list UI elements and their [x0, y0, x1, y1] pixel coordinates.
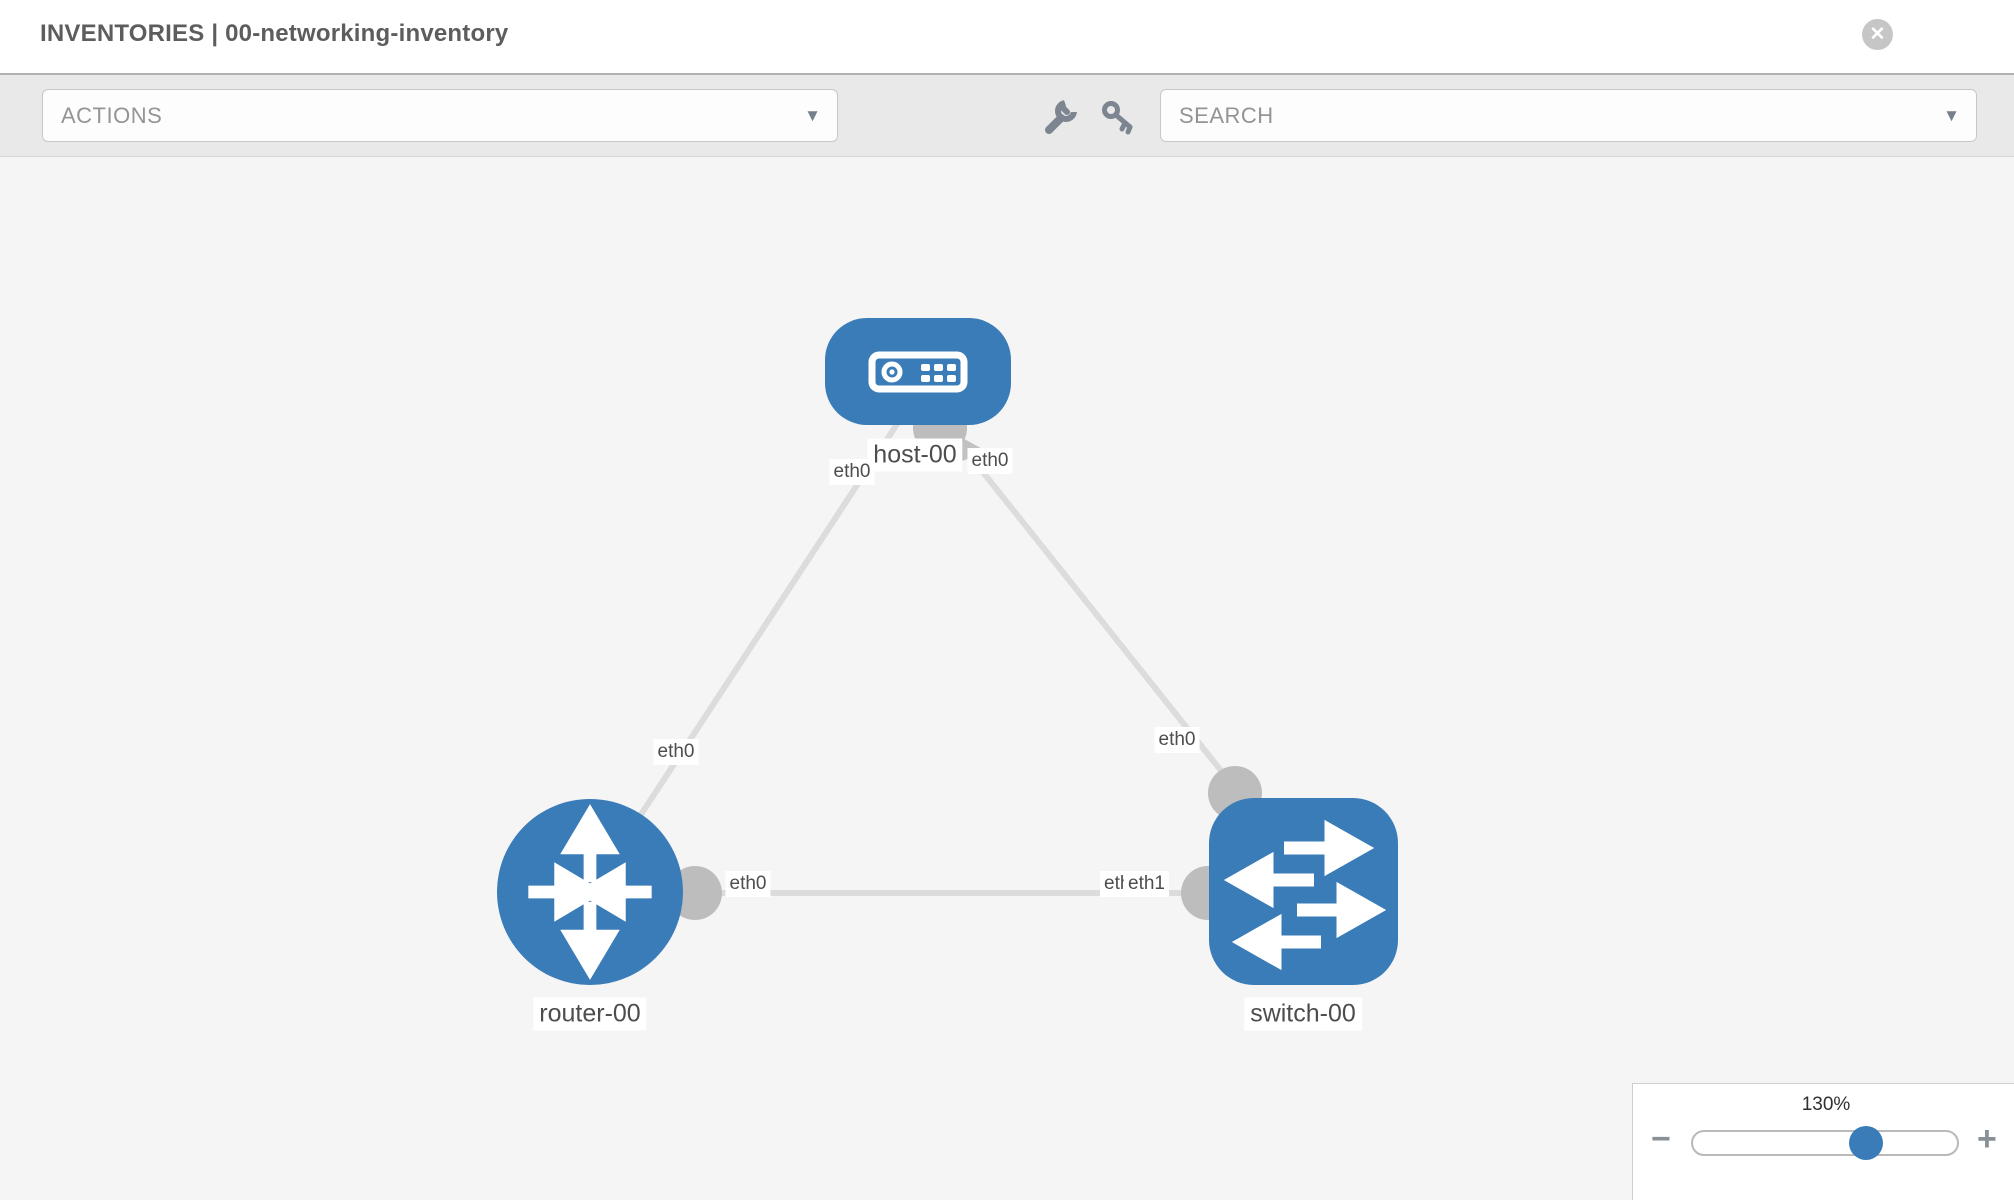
zoom-slider[interactable]: [1691, 1126, 1959, 1160]
zoom-out-button[interactable]: −: [1651, 1120, 1671, 1158]
header: INVENTORIES | 00-networking-inventory ✕: [0, 0, 2014, 73]
iface-label-router-eth0: eth0: [653, 739, 699, 765]
node-label-host[interactable]: host-00: [867, 438, 963, 472]
switch-icon: [1223, 819, 1387, 971]
chevron-down-icon: ▼: [1943, 105, 1960, 125]
zoom-control-panel: 130% − +: [1632, 1083, 2014, 1200]
node-switch-00[interactable]: [1209, 798, 1398, 985]
node-label-switch[interactable]: switch-00: [1244, 997, 1362, 1031]
iface-label-switch-eth1: eth1: [1124, 871, 1169, 897]
search-placeholder: SEARCH: [1179, 102, 1274, 128]
toolbar: ACTIONS ▼ SEARCH ▼: [0, 73, 2014, 157]
actions-dropdown-label: ACTIONS: [61, 102, 163, 128]
iface-label-host-eth0-b: eth0: [967, 448, 1013, 474]
node-host-00[interactable]: [825, 318, 1011, 425]
chevron-down-icon: ▼: [804, 105, 821, 125]
close-icon[interactable]: ✕: [1862, 19, 1893, 50]
node-router-00[interactable]: [497, 799, 683, 985]
key-icon[interactable]: [1100, 99, 1136, 135]
actions-dropdown[interactable]: ACTIONS ▼: [42, 89, 838, 142]
server-icon: [868, 351, 968, 393]
zoom-in-button[interactable]: +: [1977, 1120, 1997, 1158]
link-host-router[interactable]: [597, 410, 908, 879]
zoom-slider-thumb[interactable]: [1849, 1126, 1883, 1160]
search-dropdown[interactable]: SEARCH ▼: [1160, 89, 1977, 142]
iface-label-host-eth0: eth0: [829, 459, 875, 485]
node-label-router[interactable]: router-00: [533, 997, 647, 1031]
topology-canvas[interactable]: host-00 router-00 switch-00 eth0 eth0 et…: [0, 157, 2014, 1200]
zoom-percent-label: 130%: [1801, 1094, 1851, 1115]
page-title: INVENTORIES | 00-networking-inventory: [40, 20, 509, 47]
iface-label-router-eth0-b: eth0: [725, 871, 771, 897]
iface-label-overlap-group: eth0 eth1: [1100, 871, 1190, 899]
iface-label-switch-eth0: eth0: [1154, 727, 1200, 753]
wrench-icon[interactable]: [1042, 99, 1078, 135]
links-layer: [597, 401, 1262, 920]
router-icon: [528, 804, 652, 980]
